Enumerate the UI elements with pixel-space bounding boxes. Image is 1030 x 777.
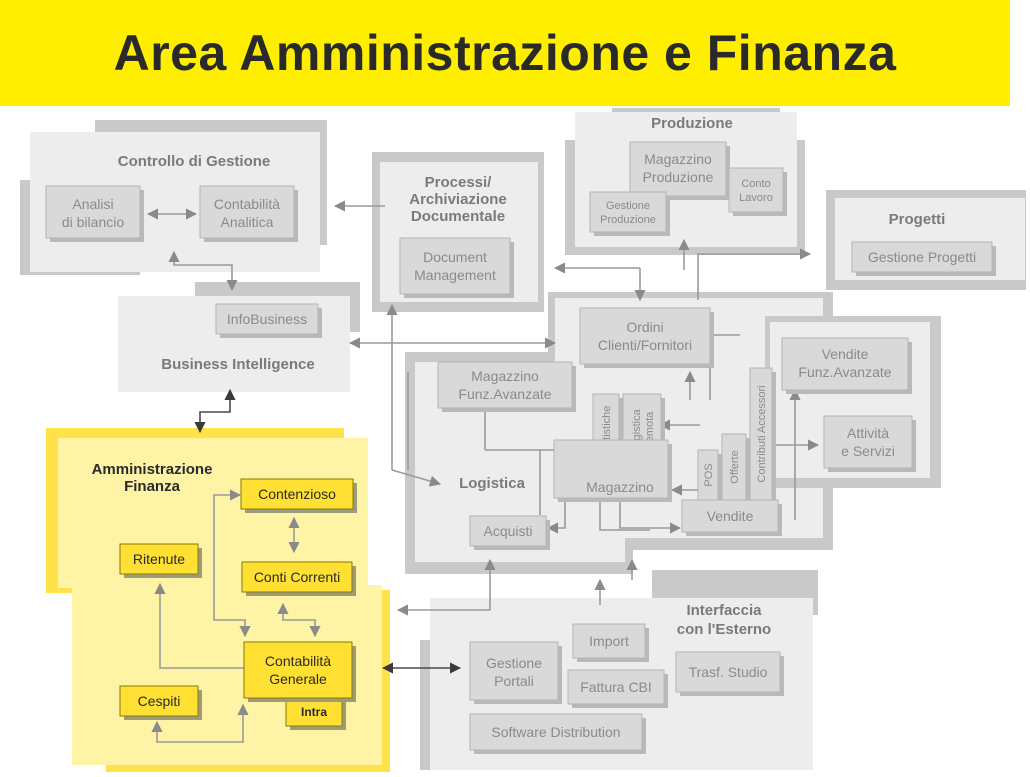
page-title: Area Amministrazione e Finanza bbox=[113, 25, 897, 81]
svg-text:Magazzino: Magazzino bbox=[586, 479, 654, 495]
heading-progetti: Progetti bbox=[889, 211, 946, 228]
module-contenzioso[interactable]: Contenzioso bbox=[240, 478, 357, 513]
svg-text:POS: POS bbox=[703, 463, 715, 486]
svg-text:Management: Management bbox=[414, 267, 496, 283]
svg-text:Conto: Conto bbox=[741, 178, 770, 190]
module-pos[interactable]: POS bbox=[697, 449, 722, 504]
svg-text:e Servizi: e Servizi bbox=[841, 443, 895, 459]
svg-text:Generale: Generale bbox=[269, 671, 327, 687]
module-trasf-studio[interactable]: Trasf. Studio bbox=[675, 651, 784, 696]
heading-bi: Business Intelligence bbox=[161, 356, 314, 373]
heading-controllo: Controllo di Gestione bbox=[118, 153, 271, 170]
svg-text:InfoBusiness: InfoBusiness bbox=[227, 311, 307, 327]
svg-text:Trasf. Studio: Trasf. Studio bbox=[689, 664, 768, 680]
module-conto-lavoro[interactable]: Conto Lavoro bbox=[728, 167, 787, 216]
module-document-management[interactable]: Document Management bbox=[399, 237, 514, 298]
svg-text:Produzione: Produzione bbox=[600, 214, 656, 226]
svg-text:Ordini: Ordini bbox=[626, 319, 663, 335]
module-contabilita-analitica[interactable]: Contabilità Analitica bbox=[199, 185, 298, 242]
svg-text:Cespiti: Cespiti bbox=[138, 693, 181, 709]
svg-text:Funz.Avanzate: Funz.Avanzate bbox=[798, 364, 891, 380]
svg-text:Amministrazione: Amministrazione bbox=[92, 461, 213, 478]
svg-text:Funz.Avanzate: Funz.Avanzate bbox=[458, 386, 551, 402]
module-acquisti[interactable]: Acquisti bbox=[469, 515, 550, 550]
svg-text:Import: Import bbox=[589, 633, 629, 649]
svg-text:Processi/: Processi/ bbox=[425, 174, 493, 191]
module-gestione-produzione[interactable]: Gestione Produzione bbox=[589, 191, 670, 236]
module-gestione-progetti[interactable]: Gestione Progetti bbox=[851, 241, 996, 276]
module-gestione-portali[interactable]: Gestione Portali bbox=[469, 641, 562, 704]
svg-text:Archiviazione: Archiviazione bbox=[409, 191, 507, 208]
module-vendite[interactable]: Vendite bbox=[681, 499, 782, 536]
svg-text:Contabilità: Contabilità bbox=[214, 196, 280, 212]
heading-amministrazione: Amministrazione Finanza bbox=[92, 461, 213, 495]
svg-text:Document: Document bbox=[423, 249, 487, 265]
module-ritenute[interactable]: Ritenute bbox=[119, 543, 202, 578]
module-import[interactable]: Import bbox=[572, 623, 649, 662]
connectors bbox=[146, 200, 820, 743]
svg-text:Conti Correnti: Conti Correnti bbox=[254, 569, 340, 585]
heading-processi: Processi/ Archiviazione Documentale bbox=[409, 174, 507, 225]
module-vendite-funz-avanzate[interactable]: Vendite Funz.Avanzate bbox=[781, 337, 912, 394]
svg-text:Gestione: Gestione bbox=[486, 655, 542, 671]
svg-text:Software Distribution: Software Distribution bbox=[491, 724, 620, 740]
module-magazzino-funz-avanzate[interactable]: Magazzino Funz.Avanzate bbox=[437, 361, 576, 412]
svg-text:Gestione: Gestione bbox=[606, 200, 650, 212]
svg-text:Contabilità: Contabilità bbox=[265, 653, 331, 669]
svg-text:Offerte: Offerte bbox=[729, 450, 741, 483]
svg-text:di bilancio: di bilancio bbox=[62, 214, 124, 230]
module-offerte[interactable]: Offerte bbox=[721, 433, 750, 504]
svg-text:Ritenute: Ritenute bbox=[133, 551, 185, 567]
module-analisi-bilancio[interactable]: Analisi di bilancio bbox=[45, 185, 144, 242]
svg-text:Interfaccia: Interfaccia bbox=[686, 602, 762, 619]
heading-interfaccia: Interfaccia con l'Esterno bbox=[677, 602, 771, 638]
svg-text:Analisi: Analisi bbox=[72, 196, 113, 212]
heading-produzione: Produzione bbox=[651, 115, 733, 132]
svg-text:Finanza: Finanza bbox=[124, 478, 180, 495]
svg-text:Contenzioso: Contenzioso bbox=[258, 486, 336, 502]
svg-text:Fattura CBI: Fattura CBI bbox=[580, 679, 652, 695]
svg-text:Contributi Accessori: Contributi Accessori bbox=[756, 385, 768, 482]
svg-text:Portali: Portali bbox=[494, 673, 534, 689]
svg-text:Documentale: Documentale bbox=[411, 208, 505, 225]
heading-logistica: Logistica bbox=[459, 475, 526, 492]
module-ordini-clienti-fornitori[interactable]: Ordini Clienti/Fornitori bbox=[579, 307, 714, 368]
svg-text:Magazzino: Magazzino bbox=[471, 368, 539, 384]
module-fattura-cbi[interactable]: Fattura CBI bbox=[567, 669, 668, 708]
module-cespiti[interactable]: Cespiti bbox=[119, 685, 202, 720]
svg-text:con l'Esterno: con l'Esterno bbox=[677, 621, 771, 638]
module-software-distribution[interactable]: Software Distribution bbox=[469, 713, 646, 754]
module-magazzino[interactable]: Magazzino bbox=[553, 439, 672, 502]
svg-text:Magazzino: Magazzino bbox=[644, 151, 712, 167]
svg-text:Vendite: Vendite bbox=[822, 346, 869, 362]
svg-text:Intra: Intra bbox=[301, 705, 327, 719]
svg-text:Clienti/Fornitori: Clienti/Fornitori bbox=[598, 337, 692, 353]
title-banner: Area Amministrazione e Finanza bbox=[0, 0, 1010, 106]
svg-text:Attività: Attività bbox=[847, 425, 889, 441]
svg-text:Acquisti: Acquisti bbox=[483, 523, 532, 539]
svg-text:Produzione: Produzione bbox=[643, 169, 714, 185]
module-attivita-servizi[interactable]: Attività e Servizi bbox=[823, 415, 916, 472]
module-magazzino-produzione[interactable]: Magazzino Produzione bbox=[629, 141, 730, 200]
svg-text:Gestione Progetti: Gestione Progetti bbox=[868, 249, 976, 265]
svg-text:Vendite: Vendite bbox=[707, 508, 754, 524]
module-contributi-accessori[interactable]: Contributi Accessori bbox=[749, 367, 776, 504]
svg-text:Analitica: Analitica bbox=[221, 214, 274, 230]
svg-text:Lavoro: Lavoro bbox=[739, 192, 773, 204]
module-conti-correnti[interactable]: Conti Correnti bbox=[241, 561, 356, 596]
module-contabilita-generale[interactable]: Contabilità Generale bbox=[243, 641, 356, 702]
module-infobusiness[interactable]: InfoBusiness bbox=[215, 303, 322, 338]
